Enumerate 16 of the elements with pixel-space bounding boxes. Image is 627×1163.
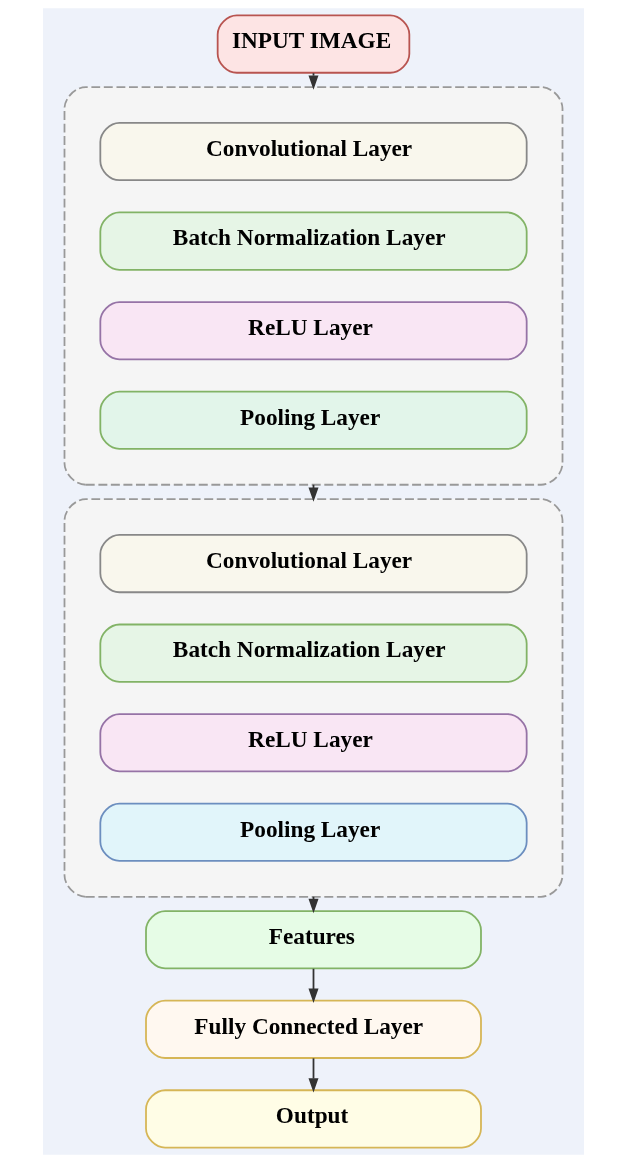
- node-box: Features: [145, 910, 482, 970]
- node-box: Pooling Layer: [99, 802, 528, 862]
- cluster: [63, 86, 564, 486]
- node-box: Fully Connected Layer: [145, 999, 482, 1059]
- node-box: Batch Normalization Layer: [99, 211, 528, 271]
- cluster: [63, 498, 564, 898]
- node-box: INPUT IMAGE: [216, 14, 411, 74]
- node-box: Batch Normalization Layer: [99, 623, 528, 683]
- node-box: ReLU Layer: [99, 301, 528, 361]
- arrow: [308, 967, 319, 1003]
- node-box: Output: [145, 1089, 482, 1149]
- arrow: [308, 1057, 319, 1093]
- node-box: ReLU Layer: [99, 713, 528, 773]
- node-box: Convolutional Layer: [99, 122, 528, 182]
- node-box: Pooling Layer: [99, 390, 528, 450]
- node-box: Convolutional Layer: [99, 534, 528, 594]
